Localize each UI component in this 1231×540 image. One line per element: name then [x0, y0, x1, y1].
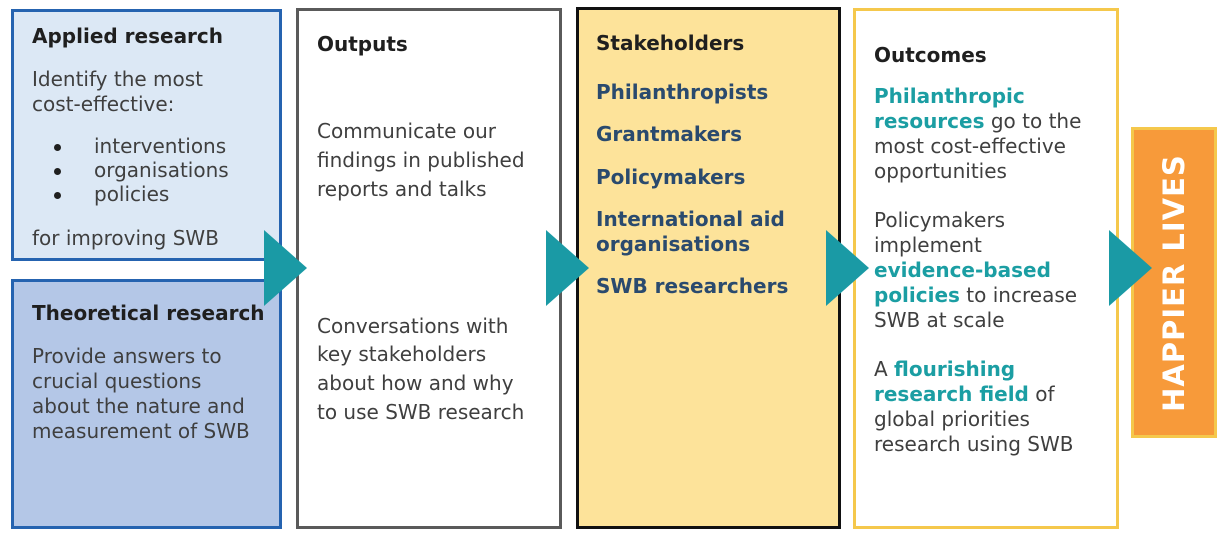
outcome3-text-1: A: [874, 357, 895, 381]
outcome2-text-4: to increase: [959, 283, 1078, 307]
outcome2-line-2: implement: [874, 233, 982, 257]
outcome1-line-1: Philanthropic: [874, 84, 1025, 109]
flow-arrow-icon: [546, 230, 589, 306]
applied-research-title: Applied research: [32, 24, 224, 48]
outcome1-line-2: resources go to the: [874, 109, 1081, 134]
happier-lives-label: HAPPIER LIVES: [1157, 153, 1191, 412]
outputs-item2-line-3: about how and why: [317, 371, 514, 395]
outcome3-highlight-1: flourishing: [894, 357, 1016, 381]
outputs-item2-line-1: Conversations with: [317, 314, 509, 338]
outputs-item1-line-1: Communicate our: [317, 119, 496, 143]
outcome1-line-3: most cost-effective: [874, 134, 1066, 158]
flow-arrow-icon: [264, 230, 307, 306]
outcome1-text-2: go to the: [984, 109, 1082, 133]
bullet-dot: [54, 192, 61, 199]
outputs-item2-line-2: key stakeholders: [317, 342, 487, 366]
applied-line-2: cost-effective:: [32, 92, 175, 116]
outputs-item1-line-3: reports and talks: [317, 177, 487, 201]
outputs-item2-line-4: to use SWB research: [317, 400, 525, 424]
outcome3-line-2: research field of: [874, 382, 1055, 407]
theoretical-research-box: Theoretical research Provide answers to …: [11, 279, 282, 529]
outcome2-highlight-4: policies: [874, 283, 960, 307]
stakeholders-title: Stakeholders: [596, 31, 745, 55]
outcome3-text-2: of: [1028, 382, 1055, 406]
theoretical-line-1: Provide answers to: [32, 344, 222, 368]
flow-arrow-icon: [1109, 230, 1152, 306]
stakeholder-policymakers: Policymakers: [596, 165, 746, 189]
stakeholder-international-aid: International aid: [596, 207, 785, 231]
theoretical-line-3: about the nature and: [32, 394, 245, 418]
applied-research-box: Applied research Identify the most cost-…: [11, 9, 282, 261]
outcome2-line-1: Policymakers: [874, 208, 1006, 232]
bullet-dot: [54, 168, 61, 175]
theoretical-line-4: measurement of SWB: [32, 419, 250, 443]
stakeholder-organisations: organisations: [596, 232, 751, 256]
outcome2-line-3: evidence-based: [874, 258, 1051, 283]
applied-line-1: Identify the most: [32, 67, 204, 91]
stakeholder-grantmakers: Grantmakers: [596, 122, 743, 146]
outputs-title: Outputs: [317, 32, 408, 56]
outcome2-line-5: SWB at scale: [874, 308, 1005, 332]
outcome1-line-4: opportunities: [874, 159, 1007, 183]
stakeholder-philanthropists: Philanthropists: [596, 80, 769, 104]
outputs-box: Outputs Communicate our findings in publ…: [296, 8, 562, 529]
outcome2-line-4: policies to increase: [874, 283, 1077, 308]
outcome1-highlight-1: Philanthropic: [874, 84, 1025, 108]
bullet-interventions: interventions: [94, 134, 227, 158]
applied-footer: for improving SWB: [32, 226, 219, 250]
outputs-item1-line-2: findings in published: [317, 148, 525, 172]
theoretical-line-2: crucial questions: [32, 369, 202, 393]
flow-arrow-icon: [826, 230, 869, 306]
bullet-policies: policies: [94, 182, 170, 206]
outcomes-title: Outcomes: [874, 43, 987, 67]
outcome3-line-4: research using SWB: [874, 432, 1074, 456]
outcome3-line-1: A flourishing: [874, 357, 1015, 382]
outcome3-highlight-2: research field: [874, 382, 1029, 406]
outcome3-line-3: global priorities: [874, 407, 1030, 431]
theoretical-research-title: Theoretical research: [32, 301, 265, 325]
stakeholders-box: Stakeholders Philanthropists Grantmakers…: [576, 7, 841, 529]
stakeholder-swb-researchers: SWB researchers: [596, 274, 789, 298]
outcome1-highlight-2: resources: [874, 109, 985, 133]
outcomes-box: Outcomes Philanthropic resources go to t…: [853, 8, 1119, 529]
bullet-organisations: organisations: [94, 158, 229, 182]
outcome2-highlight-3: evidence-based: [874, 258, 1051, 282]
bullet-dot: [54, 144, 61, 151]
